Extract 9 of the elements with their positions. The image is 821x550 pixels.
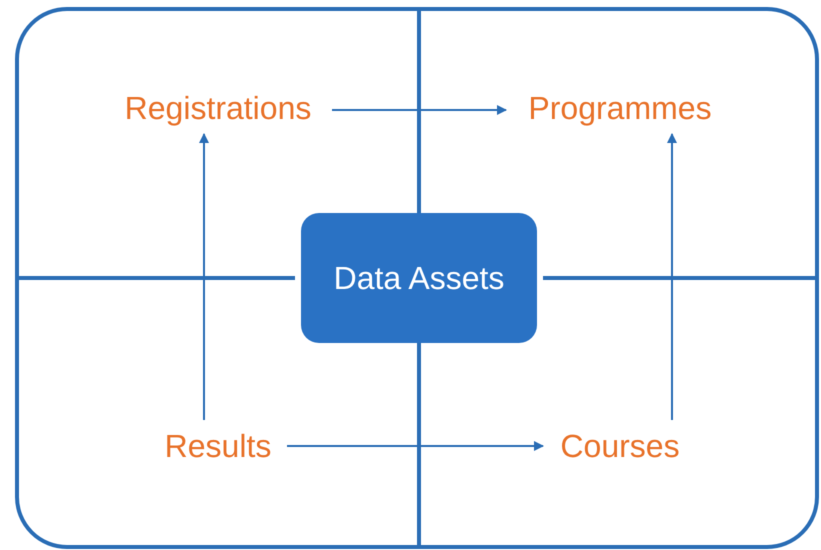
central-box: Data Assets: [301, 213, 537, 343]
arrow: [287, 441, 544, 451]
quadrant-label: Programmes: [512, 88, 728, 128]
quadrant-label: Registrations: [110, 88, 326, 128]
quadrant-label: Courses: [549, 426, 691, 466]
arrow: [199, 133, 209, 420]
arrow: [667, 133, 677, 420]
quadrant-label: Results: [155, 426, 281, 466]
arrow: [332, 105, 507, 115]
